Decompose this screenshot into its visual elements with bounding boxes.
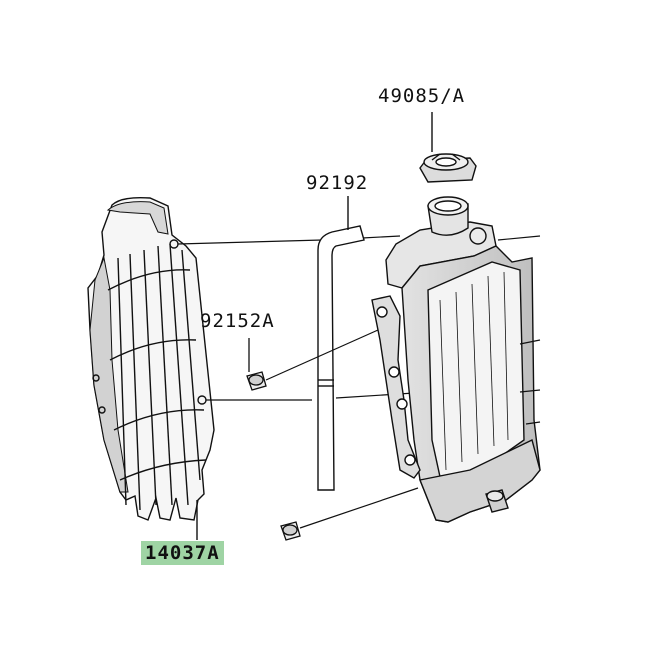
part-number-hose[interactable]: 92192 [306, 172, 369, 194]
radiator-cap [419, 153, 477, 183]
part-number-bolt[interactable]: 92152A [200, 310, 275, 332]
filler-neck [427, 196, 487, 245]
radiator-shroud [87, 196, 215, 521]
bolt-lower-guide-line [299, 487, 419, 529]
radiator-hose [317, 225, 365, 491]
part-number-radiator-cap[interactable]: 49085/A [378, 85, 466, 107]
bolt-upper-guide-line [265, 329, 379, 381]
reference-lines-right [497, 235, 541, 425]
bolt-upper [246, 371, 267, 391]
part-number-shroud-highlighted[interactable]: 14037A [141, 541, 224, 565]
bolt-lower [280, 521, 301, 541]
radiator-core [371, 221, 541, 523]
